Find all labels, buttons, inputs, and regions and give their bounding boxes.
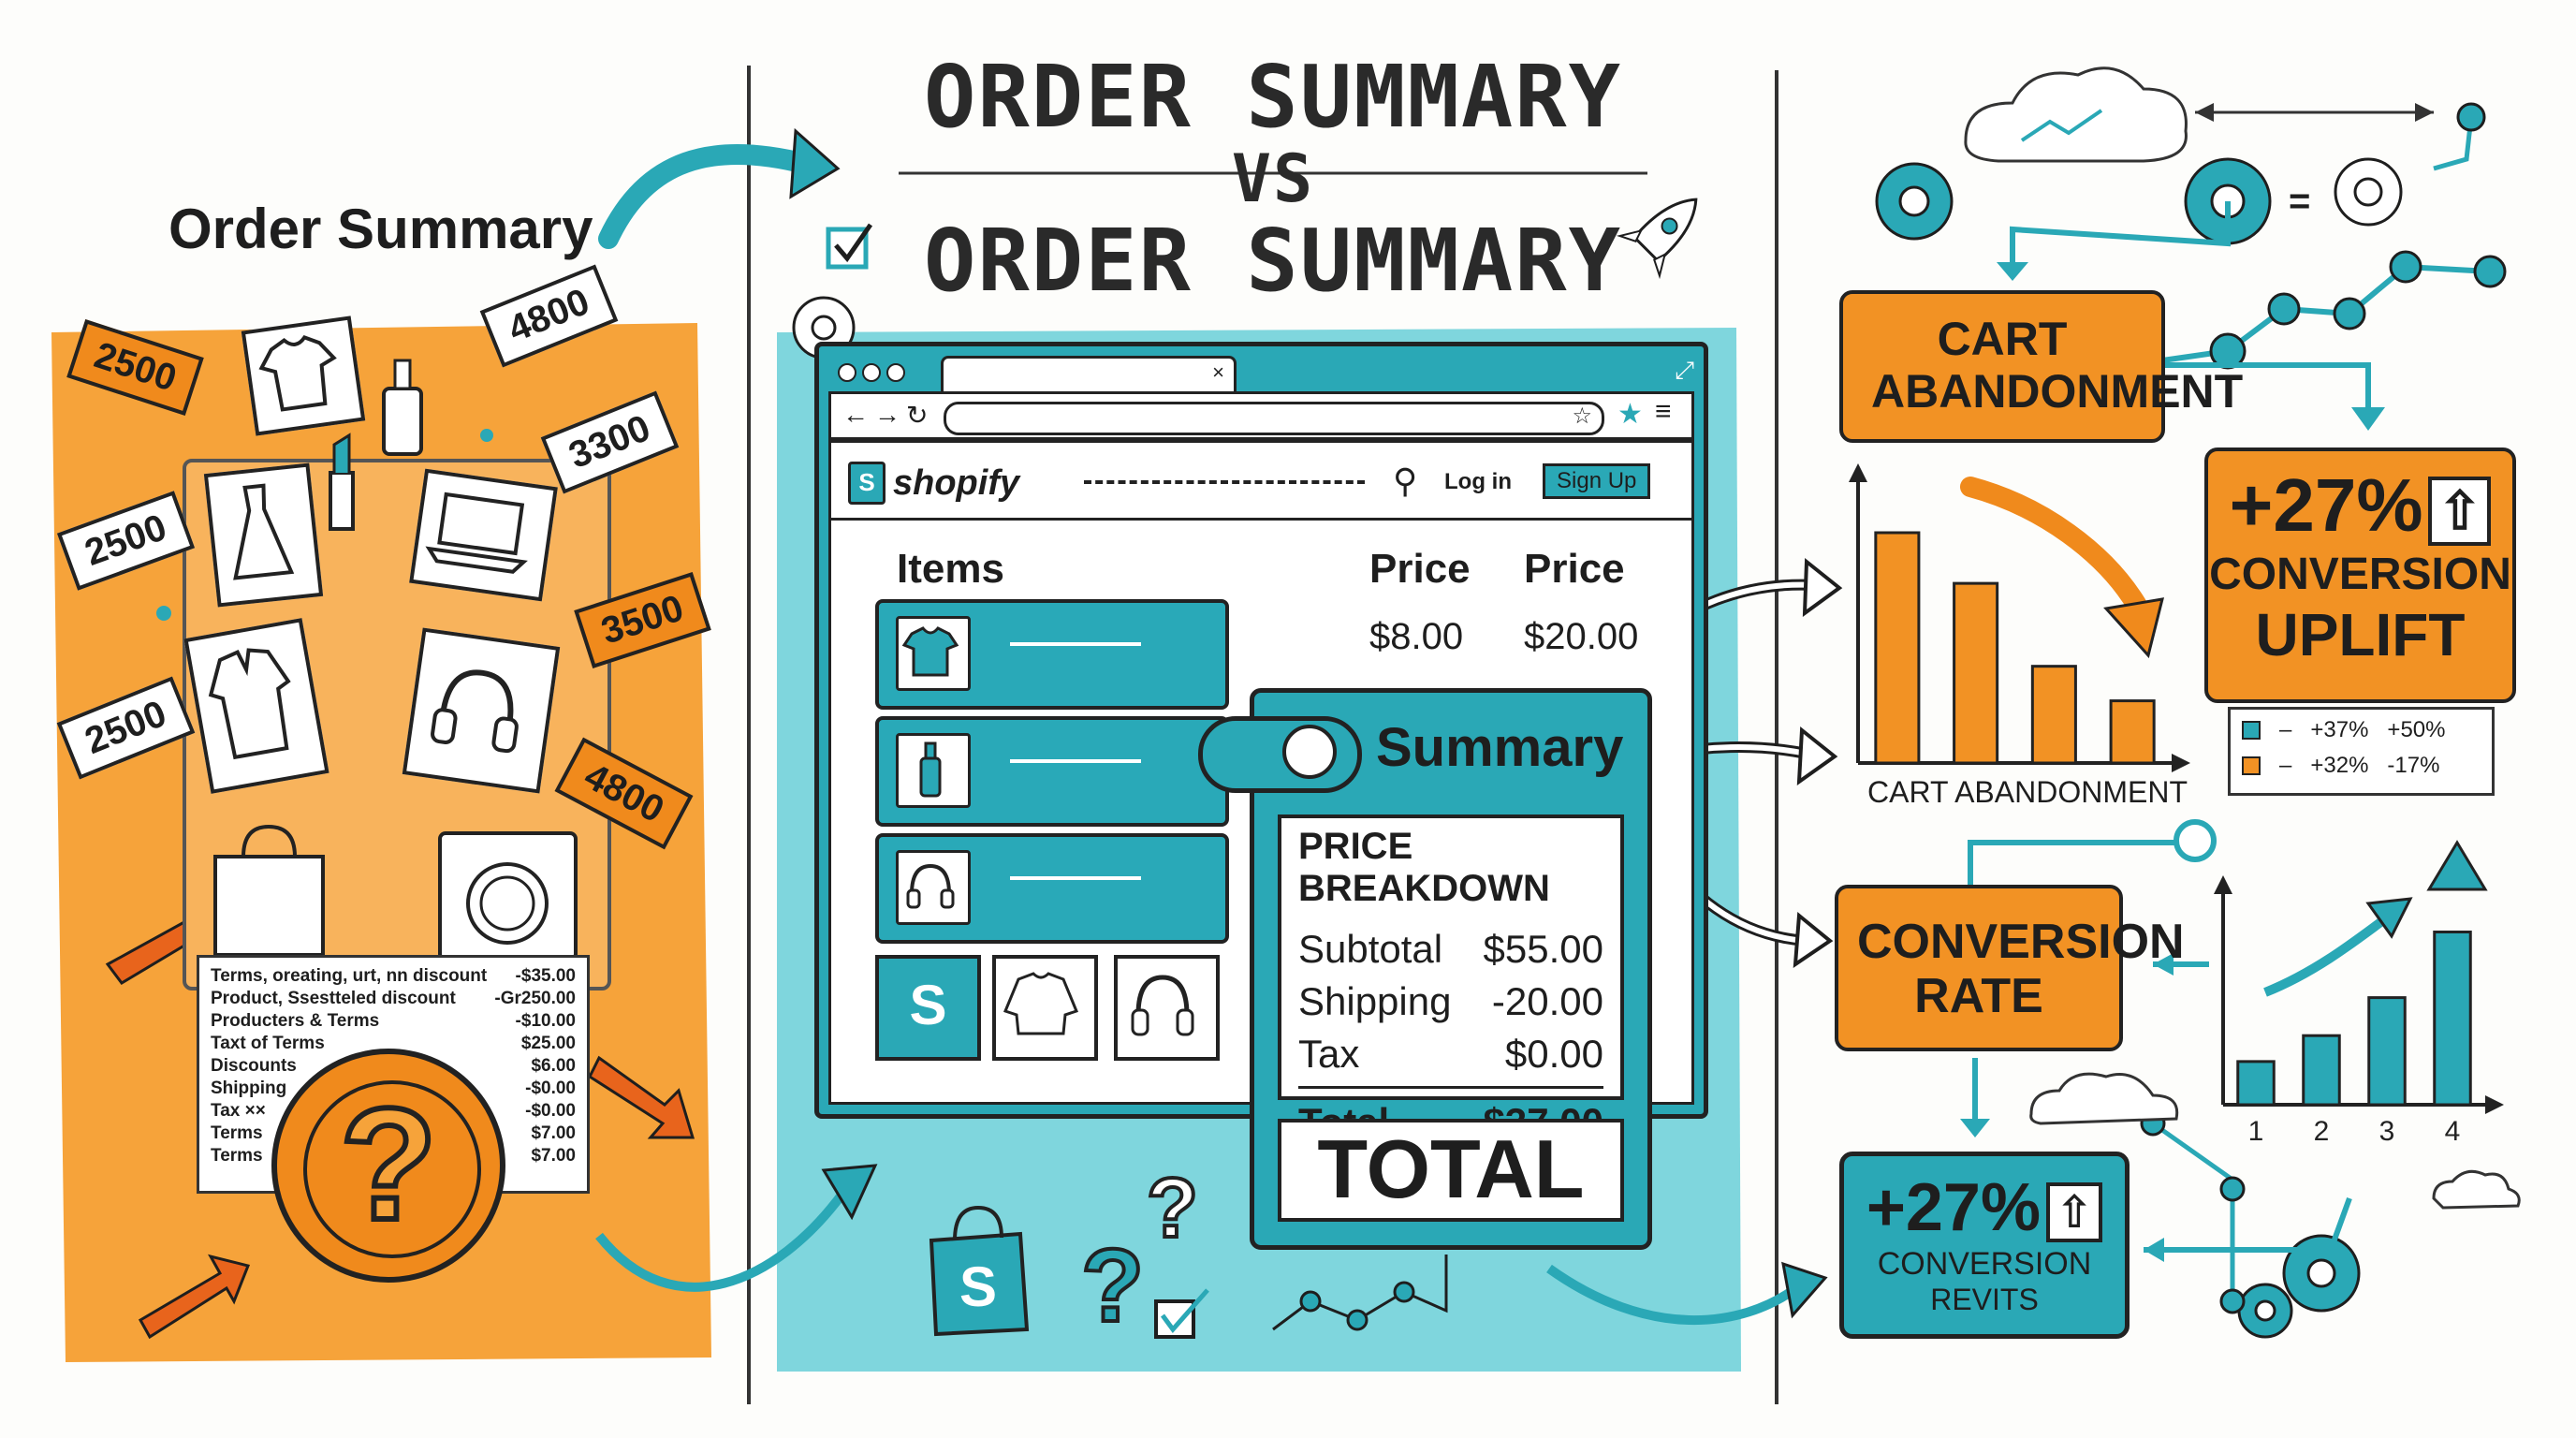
- price-value: $8.00: [1369, 616, 1464, 657]
- receipt-line: Product, Ssestteled discount-Gr250.00: [211, 989, 576, 1008]
- uplift-legend: –+37%+50% –+32%-17%: [2228, 707, 2495, 796]
- svg-text:=: =: [2289, 181, 2310, 222]
- total-banner-label: TOTAL: [1317, 1123, 1585, 1215]
- breakdown-title: PRICE BREAKDOWN: [1298, 826, 1550, 909]
- browser-tab[interactable]: ×: [941, 356, 1237, 392]
- question-doodle-icon: ?: [1145, 1160, 1200, 1257]
- total-banner[interactable]: TOTAL: [1278, 1119, 1624, 1222]
- jacket-icon: [183, 618, 329, 794]
- shipping-line: Shipping-20.00: [1298, 979, 1603, 1023]
- up-arrow-icon: ⇧: [2428, 476, 2492, 546]
- col-price: Price: [1369, 546, 1471, 592]
- receipt-line: Producters & Terms-$10.00: [211, 1011, 576, 1031]
- receipt-line: Terms, oreating, urt, nn discount-$35.00: [211, 966, 576, 986]
- dress-icon: [203, 462, 324, 608]
- left-heading: Order Summary: [168, 198, 593, 260]
- headphones-icon: [896, 850, 971, 925]
- tshirt-icon: [896, 616, 971, 691]
- shopify-wordmark: shopify: [893, 462, 1020, 503]
- receipt-line: Shipping-$0.00: [211, 1078, 576, 1098]
- legend-swatch: [2242, 721, 2261, 740]
- conversion-revits-box[interactable]: +27%⇧ CONVERSION REVITS: [1839, 1152, 2130, 1339]
- legend-row: –+37%+50%: [2242, 717, 2481, 743]
- question-coin: ?: [271, 1049, 505, 1283]
- tshirt-icon: [241, 315, 366, 436]
- conversion-uplift-box[interactable]: +27%⇧ CONVERSION UPLIFT: [2204, 448, 2516, 703]
- browser-tab-bar: × ⤢: [828, 354, 1694, 392]
- shopify-bag-icon: S: [848, 462, 886, 505]
- header-divider: [831, 518, 1691, 521]
- price-breakdown-panel: PRICE BREAKDOWN Subtotal$55.00 Shipping-…: [1278, 814, 1624, 1144]
- receipt-line: Tax ××-$0.00: [211, 1101, 576, 1121]
- perfume-icon: [374, 356, 431, 459]
- headphones-thumb-icon[interactable]: [1114, 955, 1220, 1061]
- shopping-bag-icon: [201, 819, 351, 960]
- conversion-rate-label: CONVERSION RATE: [1857, 915, 2185, 1023]
- summary-title: Summary: [1376, 717, 1624, 778]
- col-price: Price: [1524, 546, 1625, 592]
- search-icon[interactable]: ⚲: [1393, 462, 1418, 500]
- receipt-line: Taxt of Terms$25.00: [211, 1034, 576, 1053]
- cart-chart-xlabel: CART ABANDONMENT: [1867, 775, 2188, 809]
- forward-arrow-icon[interactable]: →: [874, 400, 900, 429]
- legend-row: –+32%-17%: [2242, 753, 2481, 779]
- receipt-line: Terms$7.00: [211, 1146, 576, 1166]
- shopify-thumb-icon[interactable]: S: [875, 955, 981, 1061]
- list-item[interactable]: [875, 599, 1229, 710]
- header-title-vs: VS: [1231, 140, 1315, 217]
- browser-toolbar: ← → ↻ ☆ ★ ≡: [828, 391, 1694, 440]
- window-dot-icon[interactable]: [862, 363, 881, 382]
- receipt-line: Terms$7.00: [211, 1123, 576, 1143]
- svg-text:S: S: [959, 1255, 997, 1318]
- question-doodle-icon: ?: [1079, 1226, 1146, 1345]
- cart-abandonment-box[interactable]: CART ABANDONMENT: [1839, 290, 2244, 443]
- laptop-icon: [409, 468, 558, 602]
- sweater-thumb-icon[interactable]: [992, 955, 1098, 1061]
- subtotal-line: Subtotal$55.00: [1298, 927, 1603, 971]
- toggle-knob: [1282, 725, 1337, 779]
- up-arrow-icon: ⇧: [2045, 1181, 2103, 1242]
- shopify-bag-icon: S: [922, 1198, 1034, 1339]
- revits-percent: +27%⇧: [1844, 1169, 2125, 1246]
- window-dot-icon[interactable]: [886, 363, 905, 382]
- bottle-icon: [896, 733, 971, 808]
- conversion-rate-box[interactable]: CONVERSION RATE: [1835, 885, 2185, 1051]
- login-link[interactable]: Log in: [1444, 469, 1512, 494]
- back-arrow-icon[interactable]: ←: [842, 400, 869, 429]
- bookmark-star-icon[interactable]: ☆: [1572, 404, 1592, 429]
- list-item[interactable]: [875, 716, 1229, 827]
- star-icon[interactable]: ★: [1617, 399, 1643, 430]
- col-items: Items: [897, 546, 1004, 592]
- window-dot-icon[interactable]: [838, 363, 856, 382]
- receipt: Terms, oreating, urt, nn discount-$35.00…: [197, 955, 590, 1194]
- address-bar[interactable]: ☆: [944, 402, 1604, 435]
- list-item[interactable]: [875, 833, 1229, 944]
- menu-icon[interactable]: ≡: [1655, 396, 1672, 427]
- receipt-line: Discounts$6.00: [211, 1056, 576, 1076]
- washing-machine-icon: [431, 824, 590, 964]
- uplift-line2: UPLIFT: [2255, 601, 2466, 668]
- expand-icon[interactable]: ⤢: [1675, 356, 1694, 384]
- question-mark-icon: ?: [337, 1073, 440, 1256]
- shopify-logo[interactable]: S shopify: [848, 460, 1019, 506]
- header-title-line1: ORDER SUMMARY: [923, 47, 1623, 147]
- lipstick-icon: [323, 431, 360, 534]
- headphones-icon: [402, 627, 561, 794]
- header-title-line3: ORDER SUMMARY: [923, 211, 1623, 311]
- signup-button[interactable]: Sign Up: [1543, 463, 1651, 499]
- revits-line1: CONVERSION: [1877, 1246, 2092, 1282]
- cart-abandonment-label: CART ABANDONMENT: [1871, 313, 2244, 418]
- uplift-line1: CONVERSION: [2209, 550, 2511, 599]
- tab-close-icon[interactable]: ×: [1212, 360, 1224, 384]
- nav-placeholder: [1084, 480, 1365, 488]
- revits-line2: REVITS: [1930, 1283, 2039, 1316]
- summary-toggle[interactable]: [1198, 716, 1362, 793]
- tax-line: Tax$0.00: [1298, 1028, 1603, 1089]
- reload-icon[interactable]: ↻: [906, 401, 929, 430]
- legend-swatch: [2242, 756, 2261, 775]
- uplift-percent: +27%⇧: [2208, 462, 2512, 549]
- price-value: $20.00: [1524, 616, 1639, 657]
